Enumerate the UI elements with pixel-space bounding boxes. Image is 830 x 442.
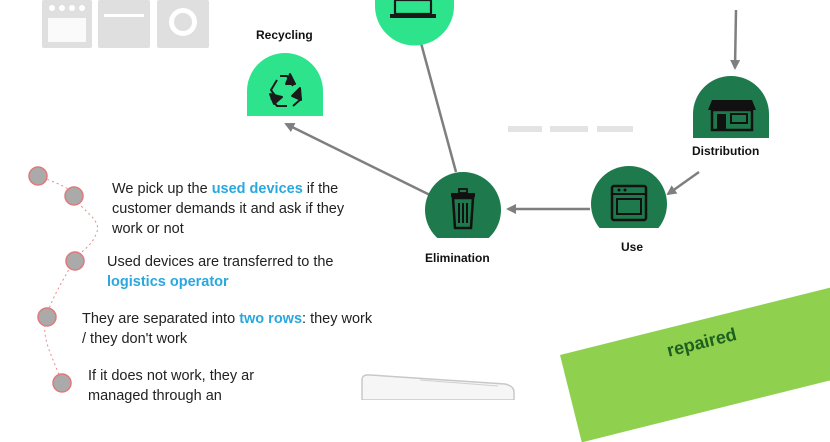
store-icon xyxy=(708,100,756,132)
node-label-elimination: Elimination xyxy=(425,251,490,265)
device-image-partial xyxy=(361,374,515,400)
step-1-highlight: used devices xyxy=(211,181,303,197)
node-distribution xyxy=(693,76,769,138)
arrow-elimination-to-recycling xyxy=(284,122,431,197)
node-recycling xyxy=(247,53,323,116)
step-4-text: If it does not work, they ar managed thr… xyxy=(88,366,254,406)
step-1-line1-pre: We pick up the xyxy=(112,181,212,197)
dishwasher-icon xyxy=(98,0,150,48)
node-elimination xyxy=(424,172,502,252)
arrow-distribution-to-use xyxy=(666,170,700,196)
step-1-line1-post: if the xyxy=(302,181,339,197)
step-2-line1: Used devices are transferred to the xyxy=(107,254,334,270)
step-4-line2: managed through an xyxy=(88,388,222,404)
step-3-highlight: two rows xyxy=(239,311,303,327)
node-label-use: Use xyxy=(621,240,644,254)
step-dot xyxy=(37,307,57,327)
step-2-text: Used devices are transferred to the logi… xyxy=(107,252,333,292)
appliance-icons-background xyxy=(42,0,209,48)
oven-icon xyxy=(610,184,648,222)
banner-text: repaired xyxy=(664,324,739,361)
step-3-line1-post: : they work xyxy=(302,311,373,327)
node-label-recycling: Recycling xyxy=(256,28,313,42)
step-dot xyxy=(52,373,72,393)
step-1-line3: work or not xyxy=(112,221,184,237)
faded-marks xyxy=(508,126,633,132)
step-2-highlight: logistics operator xyxy=(107,274,229,290)
step-dot xyxy=(28,166,48,186)
step-dot xyxy=(65,251,85,271)
recycle-icon xyxy=(269,73,302,107)
arrow-elimination-to-top xyxy=(415,30,458,173)
arrows xyxy=(284,9,741,214)
step-3-text: They are separated into two rows: they w… xyxy=(82,309,372,349)
trash-icon xyxy=(451,188,475,230)
node-top xyxy=(375,0,454,46)
lifecycle-diagram xyxy=(28,0,769,400)
step-3-line1-pre: They are separated into xyxy=(82,311,240,327)
arrow-to-distribution xyxy=(730,9,741,70)
node-use xyxy=(590,166,668,242)
step-1-line2: customer demands it and ask if they xyxy=(112,201,345,217)
step-3-line2: / they don't work xyxy=(82,331,188,347)
step-dot xyxy=(64,186,84,206)
steps-timeline xyxy=(28,166,99,393)
step-4-line1: If it does not work, they ar xyxy=(88,368,255,384)
step-1-text: We pick up the used devices if the custo… xyxy=(112,179,344,239)
node-label-distribution: Distribution xyxy=(692,144,760,158)
